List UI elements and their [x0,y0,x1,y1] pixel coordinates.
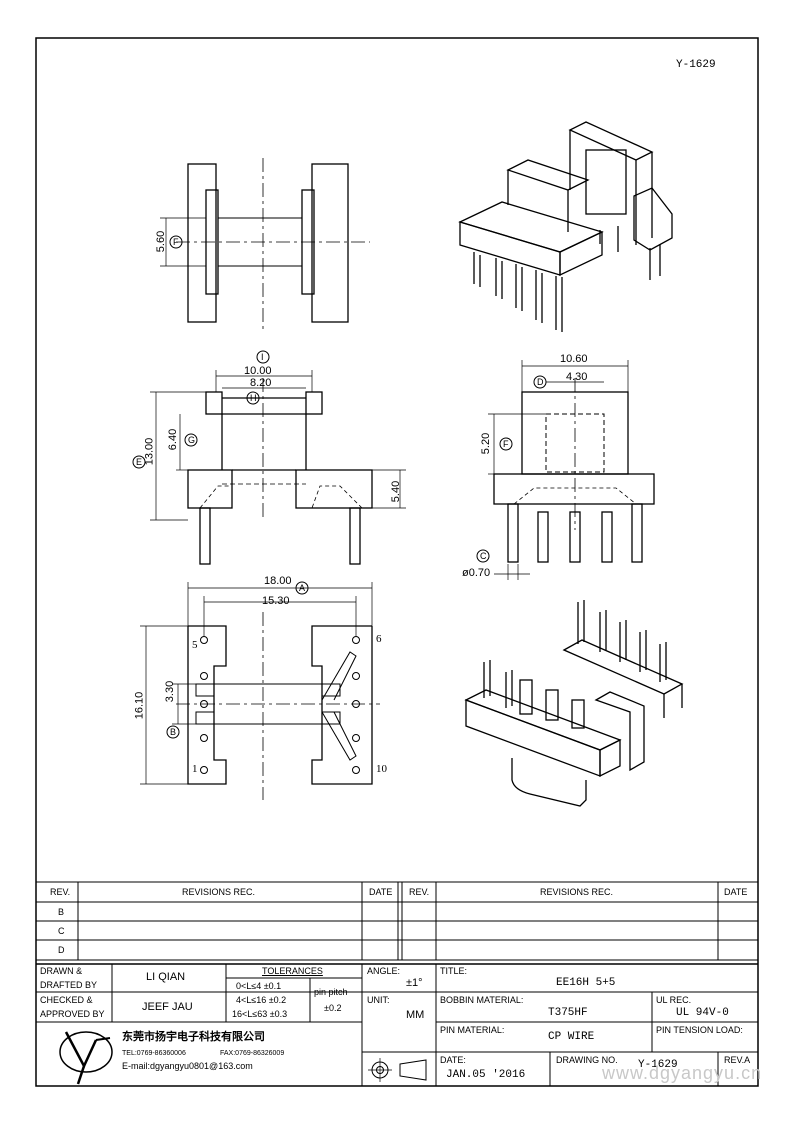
checked-by-value: JEEF JAU [142,1001,193,1013]
dim-pin-diameter: ø0.70 [462,567,491,579]
front-view [150,370,406,565]
company-logo [59,1031,113,1085]
unit-label: UNIT: [367,995,390,1005]
title-block [36,963,758,1086]
drawing-number-value: Y-1629 [638,1059,678,1071]
company-name: 东莞市扬宇电子科技有限公司 [122,1031,265,1043]
isometric-view-upper [458,121,673,332]
balloon-i: I [261,352,264,362]
top-view [160,158,370,330]
dim-13-00: 13.00 [143,437,156,466]
rev-header-right: REV. [409,887,430,897]
date-label: DATE: [440,1055,466,1065]
dim-10-00: 10.00 [244,365,272,377]
dim-5-60: 5.60 [155,230,168,253]
approved-label: APPROVED BY [40,1009,105,1019]
revisions-table [35,881,759,961]
unit-value: MM [406,1009,425,1021]
checked-label: CHECKED & [40,995,93,1005]
dim-10-60: 10.60 [560,353,588,365]
drawing-number-header: Y-1629 [676,59,716,71]
isometric-view-lower [464,600,684,807]
pin-pitch-label: pin pitch [314,987,348,997]
date-value: JAN.05 '2016 [446,1069,526,1081]
company-fax: FAX:0769-86326009 [220,1050,285,1057]
tolerance-row-2: 4<L≤16 ±0.2 [236,995,287,1005]
revisions-rec-header-right: REVISIONS REC. [540,887,614,897]
tolerance-row-1: 0<L≤4 ±0.1 [236,981,282,991]
bobbin-material-value: T375HF [548,1007,588,1019]
dim-8-20: 8.20 [250,377,272,389]
title-label: TITLE: [440,966,468,976]
dim-6-40: 6.40 [167,428,180,451]
date-header-right: DATE [724,887,748,897]
drawn-by-value: LI QIAN [146,971,186,983]
pin-tension-label: PIN TENSION LOAD: [656,1025,743,1035]
dim-5-20: 5.20 [480,432,493,455]
website-watermark: www.dgyangyu.cn [602,1063,763,1083]
balloon-e: E [136,457,143,467]
ul-rec-label: UL REC. [656,995,692,1005]
angle-value: ±1° [406,977,423,989]
drawn-label: DRAWN & [40,966,83,976]
balloon-h: H [250,393,257,403]
drafted-label: DRAFTED BY [40,980,98,990]
title-value: EE16H 5+5 [556,977,616,989]
balloon-d: D [537,377,544,387]
dim-5-40: 5.40 [390,480,403,503]
dim-15-30: 15.30 [262,595,290,607]
pin-number-5: 5 [192,639,198,651]
balloon-c: C [480,551,487,561]
ul-rec-value: UL 94V-0 [676,1007,729,1019]
angle-label: ANGLE: [367,966,401,976]
balloon-a: A [299,583,306,593]
side-view [488,360,655,580]
pin-material-value: CP WIRE [548,1031,595,1043]
tolerances-label: TOLERANCES [262,966,323,976]
revision-row-b: B [58,907,65,917]
dim-16-10: 16.10 [133,691,146,720]
pin-number-6: 6 [376,633,382,645]
pin-pitch-value: ±0.2 [324,1003,342,1013]
balloons [132,235,547,739]
bobbin-material-label: BOBBIN MATERIAL: [440,995,524,1005]
rev-header-left: REV. [50,887,71,897]
company-email: E-mail:dgyangyu0801@163.com [122,1061,253,1071]
revisions-rec-header-left: REVISIONS REC. [182,887,256,897]
dim-3-30: 3.30 [164,680,177,703]
pin-material-label: PIN MATERIAL: [440,1025,505,1035]
drawing-number-label: DRAWING NO. [556,1055,618,1065]
pin-number-1: 1 [192,763,198,775]
revision-row-d: D [58,945,65,955]
bottom-view [140,582,380,800]
company-tel: TEL:0769-86360006 [122,1050,186,1057]
balloon-f-top: F [173,237,179,247]
revision-label: REV.A [724,1055,751,1065]
balloon-g: G [188,435,196,445]
tolerance-row-3: 16<L≤63 ±0.3 [232,1009,288,1019]
balloon-f-side: F [503,439,509,449]
dim-18-00: 18.00 [264,575,292,587]
pin-number-10: 10 [376,763,387,775]
dim-4-30: 4.30 [566,371,588,383]
date-header-left: DATE [369,887,393,897]
revision-row-c: C [58,926,65,936]
balloon-b: B [170,727,177,737]
